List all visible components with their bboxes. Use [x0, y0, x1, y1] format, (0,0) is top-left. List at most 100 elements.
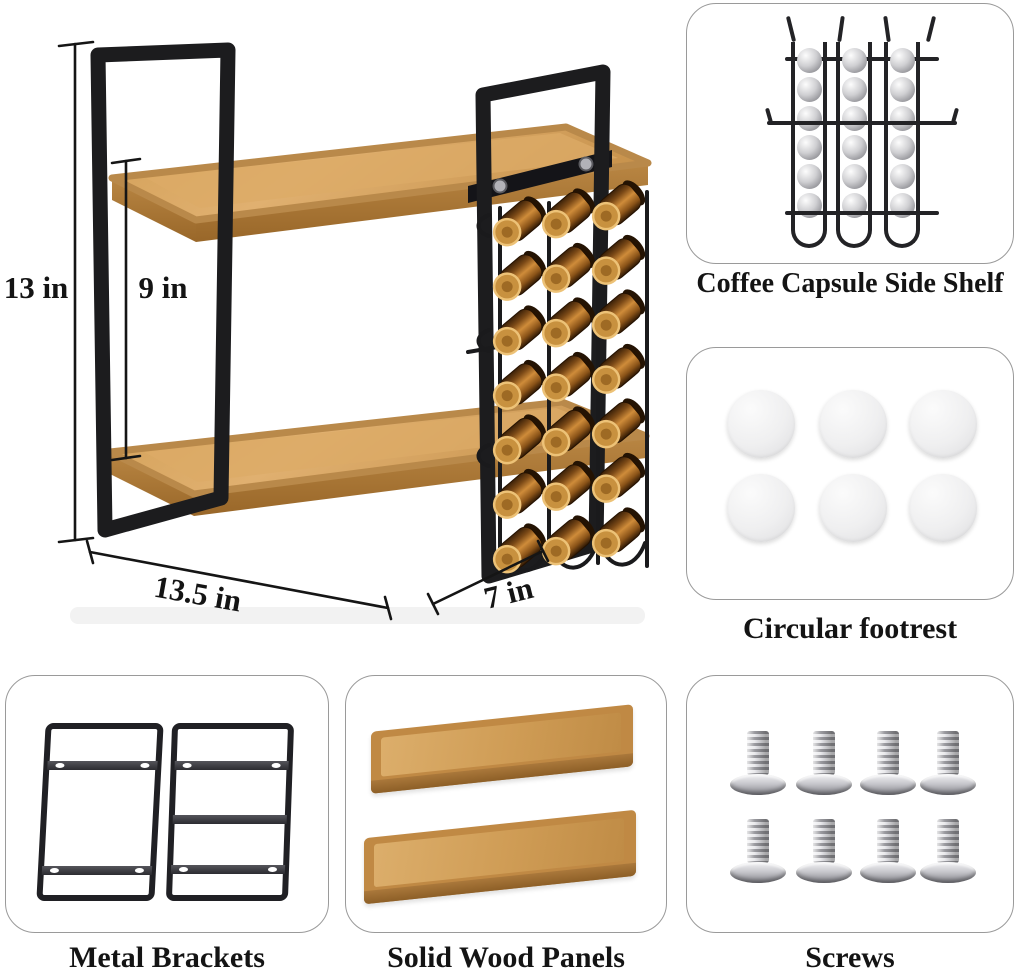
coffee-capsule — [492, 196, 547, 247]
rack-bar-middle — [767, 121, 957, 125]
product-diagram: 13 in 9 in 13.5 in 7 in — [4, 40, 652, 624]
footrest-pad — [909, 390, 977, 458]
coffee-capsule — [541, 460, 596, 511]
capsule-rack — [492, 180, 646, 574]
floor-shadow — [70, 607, 645, 624]
capsule-sphere — [796, 106, 822, 131]
capsule-sphere — [796, 135, 822, 160]
wood-tray — [371, 704, 633, 794]
bracket-crossbar — [170, 865, 286, 874]
metal-bracket — [36, 723, 164, 901]
footrest-pad — [819, 474, 887, 542]
screw-head — [920, 862, 976, 883]
coffee-capsule — [541, 351, 596, 402]
screw — [796, 819, 852, 883]
screw — [860, 819, 916, 883]
coffee-capsule — [591, 289, 646, 340]
capsule-sphere — [889, 106, 915, 131]
screw-head — [730, 862, 786, 883]
hook-icon — [785, 15, 797, 43]
coffee-capsule — [591, 507, 646, 558]
capsule-sphere — [796, 164, 822, 189]
card-solid-wood-panels — [345, 675, 667, 933]
capsule-sphere — [796, 48, 822, 73]
screw-shaft — [937, 731, 959, 775]
footrest-pad — [909, 474, 977, 542]
bracket-crossbar — [172, 815, 287, 824]
hook-icon — [925, 15, 937, 43]
capsule-tube — [836, 42, 872, 248]
coffee-capsule — [541, 297, 596, 348]
screws-label: Screws — [805, 941, 895, 972]
left-frame — [90, 42, 236, 538]
coffee-capsule — [591, 343, 646, 394]
screw-shaft — [813, 819, 835, 863]
card-metal-brackets — [5, 675, 329, 933]
metal-bracket — [165, 723, 295, 901]
capsule-sphere — [889, 164, 915, 189]
rack-bar-bottom — [785, 211, 939, 215]
circular-footrest-label: Circular footrest — [742, 612, 958, 645]
bracket-crossbar — [47, 761, 158, 770]
screw — [920, 819, 976, 883]
screw — [860, 731, 916, 795]
capsule-sphere — [796, 77, 822, 102]
screw-shaft — [937, 819, 959, 863]
capsule-sphere — [889, 48, 915, 73]
coffee-capsule — [541, 406, 596, 457]
screw-head — [730, 774, 786, 795]
footrest-pad — [727, 474, 795, 542]
screw-head — [796, 774, 852, 795]
capsule-side-shelf-label: Coffee Capsule Side Shelf — [696, 268, 1004, 299]
card-circular-footrest — [686, 347, 1014, 600]
screw — [730, 731, 786, 795]
screw-head — [796, 862, 852, 883]
wood-tray — [364, 809, 636, 905]
card-capsule-side-shelf — [686, 3, 1014, 264]
top-shelf — [108, 123, 652, 242]
coffee-capsule — [492, 250, 547, 301]
capsule-tube — [884, 42, 920, 248]
screw — [730, 819, 786, 883]
bracket-crossbar — [174, 761, 289, 770]
coffee-capsule — [591, 180, 646, 231]
screw-shaft — [747, 731, 769, 775]
coffee-capsule — [492, 468, 547, 519]
footrest-pad — [819, 390, 887, 458]
capsule-sphere — [889, 77, 915, 102]
dimension-shelf-spacing-label: 9 in — [138, 270, 187, 305]
screw-shaft — [877, 731, 899, 775]
card-screws — [686, 675, 1014, 933]
coffee-capsule — [492, 305, 547, 356]
coffee-capsule — [541, 242, 596, 293]
coffee-capsule — [492, 414, 547, 465]
support-bar — [468, 150, 612, 203]
screw-head — [860, 862, 916, 883]
screw-shaft — [747, 819, 769, 863]
screw-shaft — [813, 731, 835, 775]
hook-icon — [837, 15, 845, 43]
capsule-tube — [791, 42, 827, 248]
footrest-grid — [687, 348, 1013, 599]
bracket-crossbar — [41, 866, 153, 875]
screw — [796, 731, 852, 795]
capsule-sphere — [841, 77, 867, 102]
screw-head — [920, 774, 976, 795]
screw-shaft — [877, 819, 899, 863]
dimension-height-label: 13 in — [4, 270, 69, 305]
capsule-sphere — [889, 135, 915, 160]
screw — [920, 731, 976, 795]
solid-wood-panels-label: Solid Wood Panels — [387, 941, 625, 972]
screws-grid — [687, 676, 1013, 932]
screw-head — [860, 774, 916, 795]
metal-brackets-label: Metal Brackets — [69, 941, 265, 972]
dimension-lines — [57, 40, 550, 621]
coffee-capsule — [591, 234, 646, 285]
coffee-capsule — [591, 398, 646, 449]
coffee-capsule — [492, 359, 547, 410]
capsule-sphere — [841, 164, 867, 189]
coffee-capsule — [591, 452, 646, 503]
capsule-sphere — [841, 48, 867, 73]
capsule-sphere — [841, 106, 867, 131]
